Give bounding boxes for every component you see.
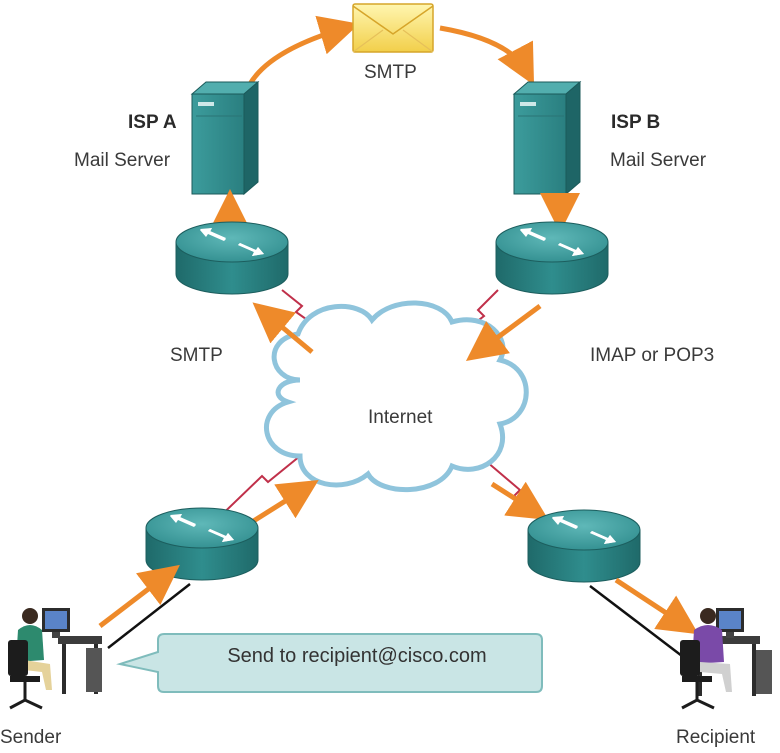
- callout-text: Send to recipient@cisco.com: [227, 645, 487, 667]
- isp-b-mail-server-label: Mail Server: [610, 150, 707, 171]
- router-recipient-icon: [527, 509, 641, 583]
- arrow-sender-to-router: [98, 564, 180, 628]
- recipient-label: Recipient: [676, 727, 756, 748]
- protocol-label-left: SMTP: [170, 345, 223, 366]
- sender-workstation-icon: [8, 608, 102, 710]
- internet-label: Internet: [368, 407, 433, 428]
- isp-a-server-icon: [191, 81, 259, 195]
- internet-cloud-icon: [264, 300, 529, 493]
- arrow-router-to-recipient: [614, 577, 699, 635]
- isp-a-mail-server-label: Mail Server: [74, 150, 171, 171]
- recipient-workstation-icon: [680, 608, 772, 710]
- arrow-ispa-to-envelope: [247, 15, 360, 86]
- router-sender-icon: [145, 507, 259, 581]
- protocol-label-top: SMTP: [364, 62, 417, 83]
- router-isp-a-icon: [175, 221, 289, 295]
- arrow-internet-to-isp-a-router: [252, 302, 314, 354]
- arrow-internet-to-recipient-router: [490, 481, 549, 521]
- serial-link-lower-left: [207, 455, 301, 529]
- isp-b-server-icon: [513, 81, 581, 195]
- isp-b-label: ISP B: [611, 112, 661, 133]
- protocol-label-right: IMAP or POP3: [590, 345, 715, 366]
- arrow-isp-b-router-to-internet: [465, 303, 542, 361]
- arrow-envelope-to-ispb: [439, 25, 535, 86]
- isp-a-label: ISP A: [128, 112, 177, 133]
- envelope-icon: [352, 3, 434, 53]
- router-isp-b-icon: [495, 221, 609, 295]
- sender-label: Sender: [0, 727, 62, 748]
- callout-bubble: [116, 633, 543, 693]
- ethernet-link-recipient: [589, 585, 683, 657]
